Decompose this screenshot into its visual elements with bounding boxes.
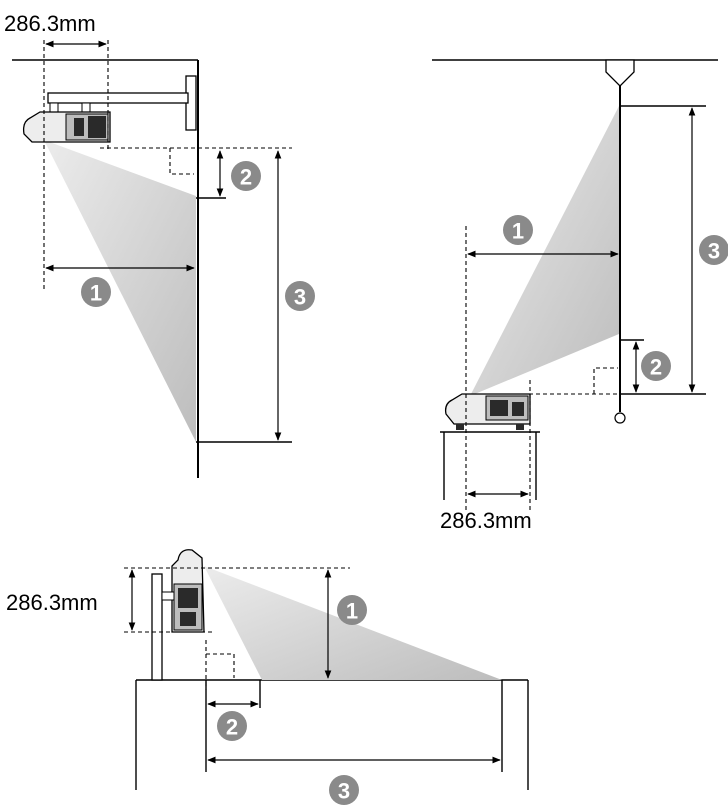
offset-dimension-label: 286.3mm [4,11,96,36]
projector-icon [22,111,111,143]
marker-2: 2 [217,711,247,741]
svg-text:3: 3 [294,285,306,310]
svg-text:3: 3 [338,779,350,804]
projection-beam [470,106,619,396]
svg-text:1: 1 [512,219,524,244]
marker-3: 3 [699,235,728,265]
offset-dimension-label: 286.3mm [6,590,98,615]
screen-case [605,59,635,87]
marker-3: 3 [329,775,359,805]
svg-text:1: 1 [90,281,102,306]
projection-beam [44,140,196,442]
projector-icon [444,393,531,430]
table-mount-panel: 1 2 3 286.3mm [432,59,728,533]
marker-3: 3 [285,281,315,311]
offset-dimension-label: 286.3mm [440,508,532,533]
mount-arm [47,92,189,104]
marker-1: 1 [81,277,111,307]
marker-2: 2 [231,161,261,191]
svg-text:3: 3 [708,239,720,264]
marker-2: 2 [641,351,671,381]
svg-text:2: 2 [226,715,238,740]
pull-ring [614,412,626,424]
horizontal-mount-panel: 286.3mm 1 2 3 [6,549,529,805]
projector-icon [161,549,205,633]
svg-text:1: 1 [346,599,358,624]
marker-1: 1 [337,595,367,625]
svg-text:2: 2 [650,355,662,380]
stand-post [151,573,163,681]
svg-text:2: 2 [240,165,252,190]
marker-1: 1 [503,215,533,245]
wall-mount-panel: 286.3mm 1 2 3 [4,11,315,478]
